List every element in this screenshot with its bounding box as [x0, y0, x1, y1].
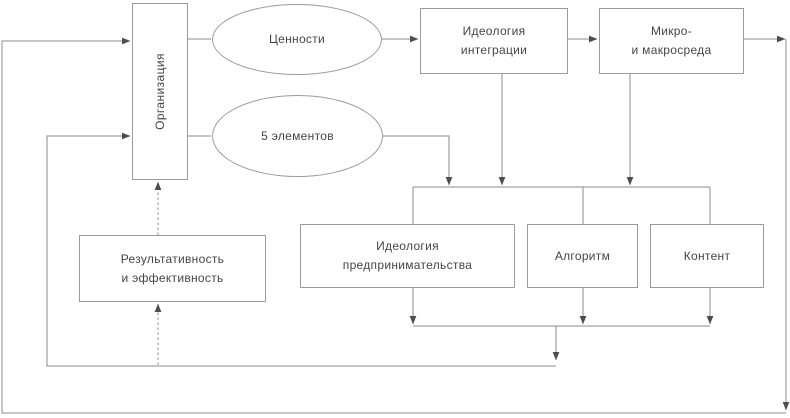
node-ideology-integration: Идеология интеграции: [420, 8, 568, 74]
node-ideology-integration-label-line2: интеграции: [460, 43, 528, 57]
node-content: Контент: [650, 224, 764, 288]
edge-feedback-to-organization: [46, 132, 556, 367]
node-values: Ценности: [212, 4, 382, 75]
node-micro-macro: Микро- и макросреда: [599, 8, 744, 74]
node-five-elements: 5 элементов: [212, 95, 383, 177]
node-effectiveness-label-line1: Результативность: [120, 251, 225, 266]
node-effectiveness: Результативность и эффективность: [79, 235, 266, 302]
node-organization-label: Организация: [152, 53, 167, 130]
node-content-label: Контент: [683, 248, 731, 263]
node-ideology-entrepreneurship: Идеология предпринимательства: [300, 224, 515, 288]
node-values-label: Ценности: [268, 32, 326, 46]
node-micro-macro-label-line1: Микро-: [650, 24, 693, 38]
node-effectiveness-label-line2: и эффективность: [121, 270, 224, 285]
node-ideology-integration-label-line1: Идеология: [462, 24, 526, 38]
node-organization: Организация: [132, 3, 188, 180]
node-ideology-entrepreneurship-label-line1: Идеология: [376, 239, 439, 253]
edge-five-elements-to-rail: [383, 135, 453, 186]
edge-outer-loop-to-organization: [1, 37, 786, 414]
node-ideology-entrepreneurship-label-line2: предпринимательства: [342, 258, 473, 272]
node-five-elements-label: 5 элементов: [261, 128, 334, 143]
node-algorithm-label: Алгоритм: [554, 248, 611, 263]
node-micro-macro-label-line2: и макросреда: [631, 43, 712, 57]
node-algorithm: Алгоритм: [527, 224, 638, 288]
